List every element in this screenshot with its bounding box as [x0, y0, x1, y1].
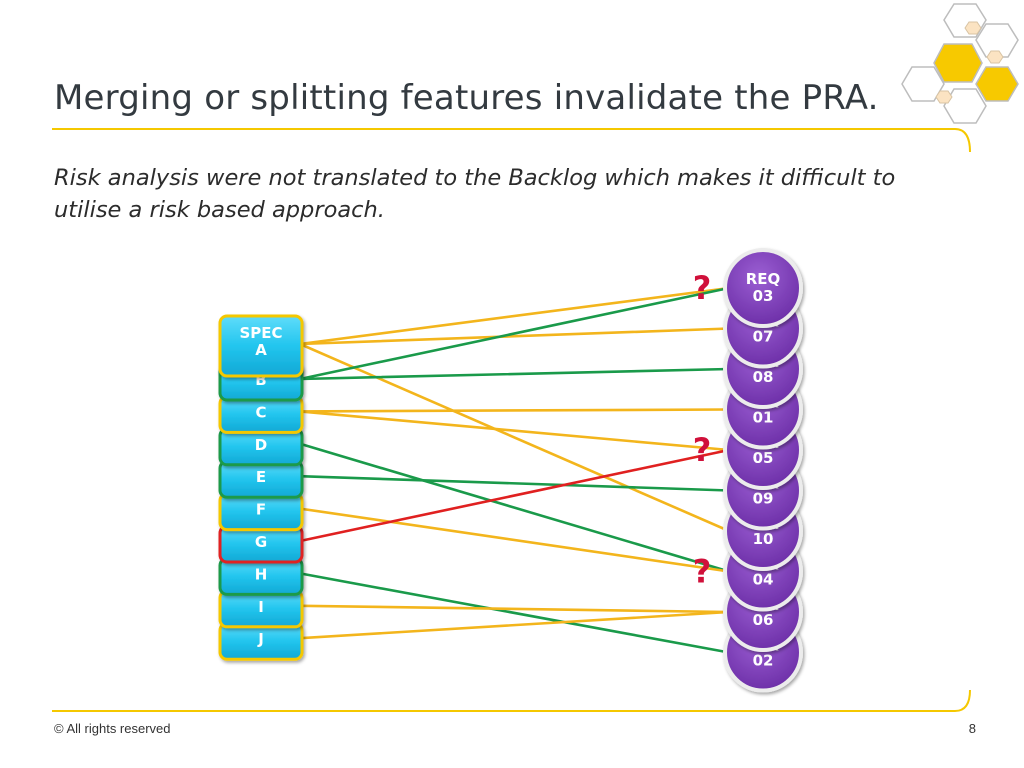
link-b-req03: [298, 286, 731, 381]
spec-box-j: J: [218, 621, 304, 661]
honeycomb-logo: [901, 3, 1019, 124]
honeycomb-cell: [901, 66, 945, 102]
link-e-req09: [298, 474, 731, 492]
link-d-req04: [298, 442, 731, 573]
spec-box-shape: [218, 314, 304, 378]
spec-box-f: F: [218, 492, 304, 532]
spec-label: G: [255, 533, 267, 551]
footer-copyright: © All rights reserved: [54, 721, 171, 736]
spec-box-i: I: [218, 589, 304, 629]
honeycomb-cell: [935, 90, 953, 104]
link-c-req05: [298, 410, 731, 452]
slide-title: Merging or splitting features invalidate…: [54, 78, 879, 118]
spec-label: J: [257, 630, 264, 648]
slide-subtitle: Risk analysis were not translated to the…: [54, 165, 896, 223]
link-lines: [298, 286, 731, 654]
link-j-req06: [298, 610, 731, 640]
link-f-req04: [298, 507, 731, 573]
req-column: REQ02REQ06REQ04REQ10REQ09REQ05REQ01REQ08…: [723, 248, 803, 693]
spec-box-d: D: [218, 427, 304, 467]
honeycomb-cell: [943, 3, 987, 38]
spec-label: B: [255, 371, 266, 389]
spec-label: C: [255, 403, 266, 421]
spec-label: D: [255, 436, 267, 454]
honeycomb-cell: [964, 21, 982, 35]
question-mark-req03: ?: [693, 269, 712, 307]
spec-label: I: [258, 598, 264, 616]
spec-label: H: [255, 565, 268, 583]
link-i-req06: [298, 604, 731, 614]
link-c-req01: [298, 408, 731, 413]
spec-box-e: E: [218, 459, 304, 499]
footer-rule: [52, 689, 971, 712]
spec-box-g: G: [218, 524, 304, 564]
spec-box-h: H: [218, 556, 304, 596]
honeycomb-cell: [933, 43, 983, 83]
link-a-req03: [298, 286, 731, 346]
header-rule: [52, 128, 971, 153]
link-g-req05: [298, 448, 731, 543]
honeycomb-cell: [943, 88, 987, 124]
question-mark-req04: ?: [693, 553, 712, 591]
page-number: 8: [968, 721, 976, 736]
honeycomb-cell: [975, 66, 1019, 102]
spec-label: E: [256, 468, 266, 486]
link-a-req07: [298, 327, 731, 346]
spec-label: F: [256, 501, 266, 519]
honeycomb-cell: [986, 50, 1004, 64]
link-a-req10: [298, 342, 731, 533]
link-h-req02: [298, 572, 731, 654]
link-b-req08: [298, 367, 731, 381]
question-marks: ???: [693, 269, 712, 591]
spec-box-c: C: [218, 394, 304, 434]
req-node-shape: [723, 248, 803, 328]
honeycomb-cell: [975, 23, 1019, 58]
question-mark-req05: ?: [693, 431, 712, 469]
